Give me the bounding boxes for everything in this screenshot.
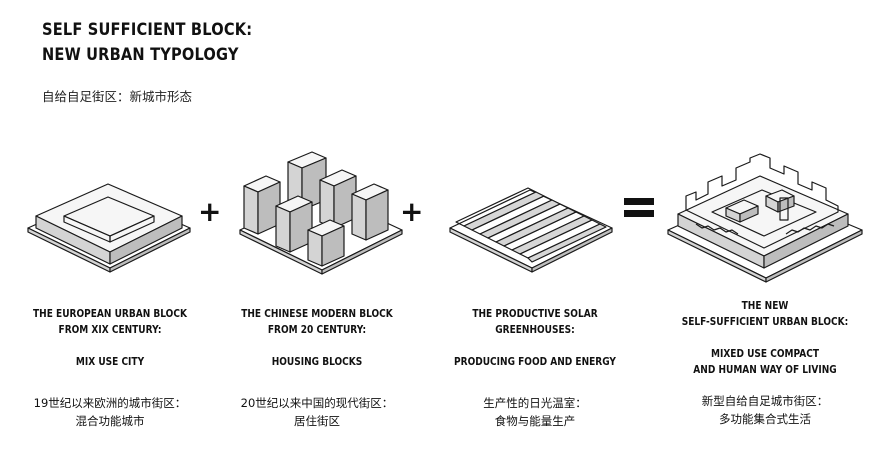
caption-chinese-line-2: 多功能集合式生活 bbox=[719, 412, 811, 426]
caption-description: HOUSING BLOCKS bbox=[271, 355, 363, 368]
caption-title-line-2: GREENHOUSES: bbox=[495, 323, 575, 336]
caption-title-line-2: FROM 20 CENTURY: bbox=[267, 323, 367, 336]
caption-chinese-line-2: 混合功能城市 bbox=[75, 414, 145, 428]
caption-title-line-1: THE CHINESE MODERN BLOCK bbox=[241, 307, 393, 320]
european-block-illustration bbox=[27, 183, 191, 273]
chinese-block-illustration bbox=[239, 151, 403, 275]
caption-chinese-block: THE CHINESE MODERN BLOCK FROM 20 CENTURY… bbox=[212, 306, 422, 430]
diagram-subtitle: 自给自足街区：新城市形态 bbox=[42, 89, 193, 104]
caption-title-line-1: THE NEW bbox=[741, 299, 789, 312]
diagram-title: SELF SUFFICIENT BLOCK: NEW URBAN TYPOLOG… bbox=[42, 18, 252, 68]
plus-operator-1: + bbox=[198, 195, 222, 228]
caption-chinese-line-2: 居住街区 bbox=[294, 414, 340, 428]
caption-title-line-2: SELF-SUFFICIENT URBAN BLOCK: bbox=[681, 315, 849, 328]
caption-greenhouses: THE PRODUCTIVE SOLAR GREENHOUSES: PRODUC… bbox=[430, 306, 640, 430]
caption-chinese-line-1: 19世纪以来欧洲的城市街区： bbox=[33, 396, 187, 410]
caption-description: MIX USE CITY bbox=[75, 355, 145, 368]
caption-description: PRODUCING FOOD AND ENERGY bbox=[454, 355, 616, 368]
caption-chinese-line-2: 食物与能量生产 bbox=[494, 414, 576, 428]
caption-title-line-2: FROM XIX CENTURY: bbox=[58, 323, 162, 336]
caption-european-block: THE EUROPEAN URBAN BLOCK FROM XIX CENTUR… bbox=[5, 306, 215, 430]
caption-chinese-line-1: 生产性的日光温室： bbox=[483, 396, 587, 410]
title-line-2: NEW URBAN TYPOLOGY bbox=[42, 45, 239, 65]
greenhouse-illustration bbox=[449, 187, 613, 273]
title-line-1: SELF SUFFICIENT BLOCK: bbox=[42, 20, 253, 40]
caption-title-line-1: THE EUROPEAN URBAN BLOCK bbox=[33, 307, 187, 320]
new-block-illustration bbox=[667, 153, 863, 283]
caption-chinese-line-1: 新型自给自足城市街区： bbox=[701, 394, 829, 408]
caption-chinese-line-1: 20世纪以来中国的现代街区： bbox=[240, 396, 394, 410]
caption-title-line-1: THE PRODUCTIVE SOLAR bbox=[472, 307, 598, 320]
plus-operator-2: + bbox=[400, 195, 424, 228]
equals-operator bbox=[624, 195, 654, 221]
caption-description-line-2: AND HUMAN WAY OF LIVING bbox=[693, 363, 837, 376]
caption-description-line-1: MIXED USE COMPACT bbox=[710, 347, 820, 360]
caption-new-block: THE NEW SELF-SUFFICIENT URBAN BLOCK: MIX… bbox=[660, 298, 870, 428]
